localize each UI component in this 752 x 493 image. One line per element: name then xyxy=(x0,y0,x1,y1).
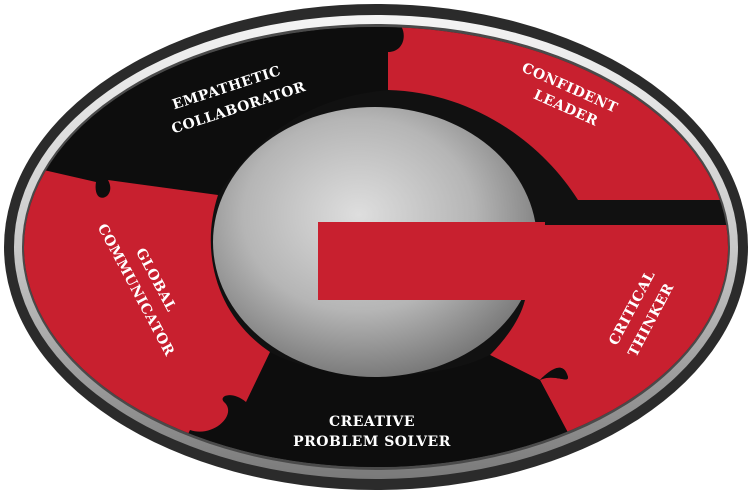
creative-line1: CREATIVE xyxy=(329,414,415,430)
g-crossbar xyxy=(318,222,545,300)
label-creative-problem-solver: CREATIVE PROBLEM SOLVER xyxy=(293,414,451,450)
creative-line2: PROBLEM SOLVER xyxy=(293,434,451,450)
